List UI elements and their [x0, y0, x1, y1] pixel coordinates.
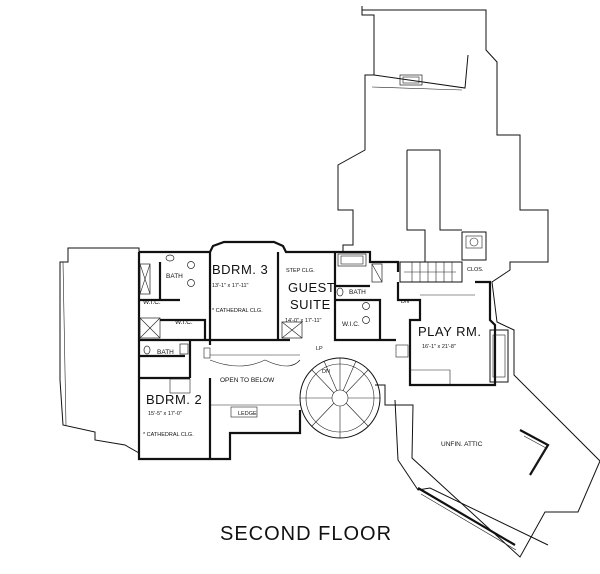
shower-icon [139, 317, 161, 339]
toilet-icon-2 [143, 345, 151, 355]
sink-icon-2 [187, 279, 195, 287]
play-room-walls [395, 280, 509, 387]
ledge-label: LEDGE [238, 411, 257, 417]
shower-icon-2 [371, 263, 383, 283]
toilet-icon-3 [336, 287, 344, 297]
sink-icon-3 [362, 302, 370, 310]
main-walls [137, 240, 400, 461]
bath-label-2: BATH [157, 349, 174, 356]
bath-label-3: BATH [349, 289, 366, 296]
spiral-stair [299, 357, 381, 439]
open-below-label: OPEN TO BELOW [220, 377, 275, 384]
guest-name2: SUITE [290, 297, 331, 312]
wic-label-3: W.I.C. [342, 321, 360, 328]
bdrm2-note: * CATHEDRAL CLG. [143, 432, 194, 438]
tub-icon-2 [337, 253, 367, 267]
stair [399, 261, 463, 283]
attic-name: UNFIN. ATTIC [441, 441, 483, 448]
clos-label: CLOS. [467, 267, 484, 273]
chimney-icon [399, 74, 423, 86]
dn-label-2: DN [322, 369, 330, 375]
play-size: 16'-1" x 21'-8" [422, 344, 456, 350]
roof-outline [59, 6, 600, 558]
lp-label: LP [316, 346, 323, 352]
toilet-icon [165, 254, 175, 262]
guest-name1: GUEST [288, 280, 335, 295]
fixtures [139, 253, 383, 418]
attic-walls [394, 399, 550, 551]
dn-label-1: DN [401, 299, 409, 305]
bdrm2-size: 15'-5" x 17'-0" [148, 411, 182, 417]
bdrm3-size: 13'-1" x 17'-11" [212, 283, 249, 289]
bdrm2-name: BDRM. 2 [146, 392, 202, 407]
wic-label-1: W.I.C. [143, 299, 161, 306]
wic-label-2: W.I.C. [175, 319, 193, 326]
tub-icon [139, 263, 151, 295]
plan-title: SECOND FLOOR [220, 523, 392, 545]
sink-icon [187, 261, 195, 269]
bdrm3-name: BDRM. 3 [212, 262, 268, 277]
guest-size: 14'-0" x 17'-11" [285, 318, 322, 324]
sink-icon-4 [362, 316, 370, 324]
play-name: PLAY RM. [418, 324, 481, 339]
bath-label-1: BATH [166, 273, 183, 280]
guest-clg: STEP CLG. [286, 268, 315, 274]
bdrm3-note: * CATHEDRAL CLG. [212, 308, 263, 314]
room-labels: BDRM. 3 13'-1" x 17'-11" * CATHEDRAL CLG… [143, 262, 484, 448]
